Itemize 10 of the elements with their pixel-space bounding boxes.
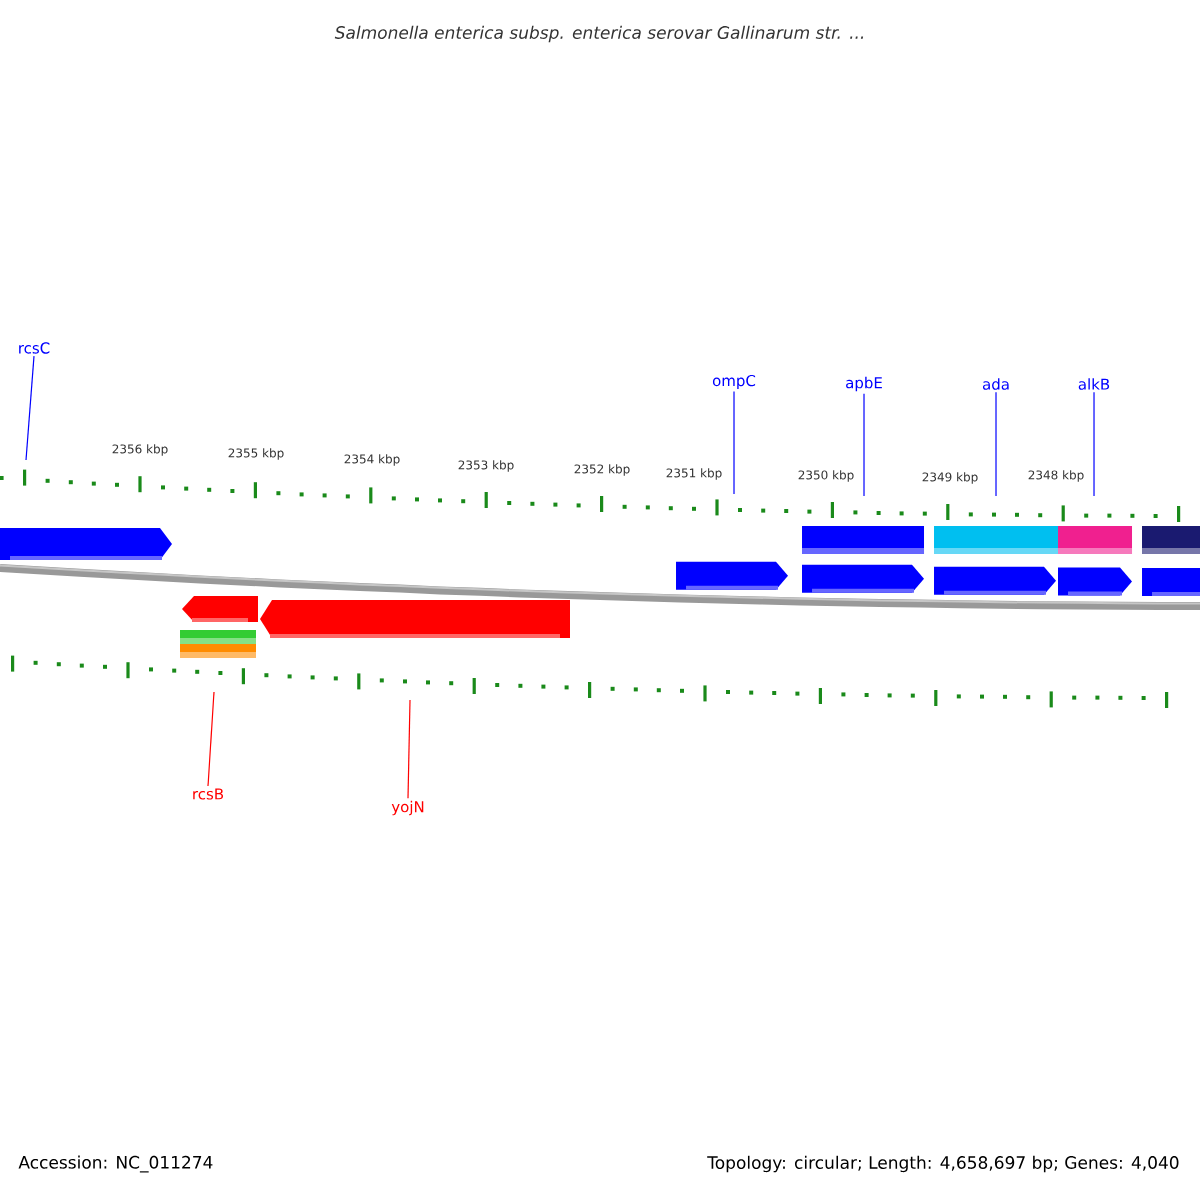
- leader-line: [407, 699, 411, 799]
- leader-line: [25, 355, 35, 461]
- leader-line: [995, 391, 997, 497]
- leader-line: [863, 393, 865, 497]
- accession-text: Accession: NC_011274: [18, 1155, 213, 1173]
- leader-line: [1093, 391, 1095, 497]
- leader-line: [733, 390, 735, 495]
- genome-summary-text: Topology: circular; Length: 4,658,697 bp; Genes: 4,040: [707, 1155, 1179, 1173]
- title: Salmonella enterica subsp. enterica serovar Gallinarum str. ...: [334, 25, 864, 43]
- leader-line: [207, 691, 215, 787]
